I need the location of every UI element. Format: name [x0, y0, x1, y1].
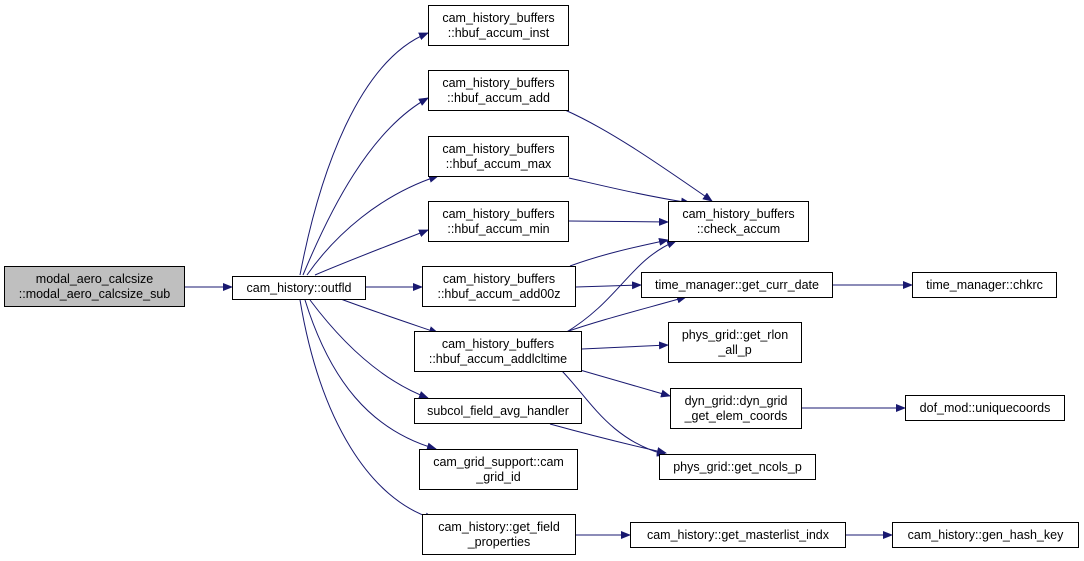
node-cam-history-outfld[interactable]: cam_history::outfld — [232, 276, 366, 300]
node-label-line2: ::modal_aero_calcsize_sub — [18, 286, 171, 301]
node-label-line2: _all_p — [718, 342, 752, 357]
node-label-line2: _grid_id — [476, 469, 521, 484]
edge-outfld-min — [314, 229, 429, 276]
edge-outfld-getfield — [299, 299, 435, 521]
node-label: subcol_field_avg_handler — [427, 403, 569, 418]
node-label-line2: ::hbuf_accum_min — [447, 221, 550, 236]
node-hbuf-accum-min[interactable]: cam_history_buffers ::hbuf_accum_min — [428, 201, 569, 242]
edge-addlcltime-check — [564, 240, 677, 334]
node-label-line1: cam_history_buffers — [441, 336, 555, 351]
node-modal-aero-calcsize-sub: modal_aero_calcsize ::modal_aero_calcsiz… — [4, 266, 185, 307]
node-label: cam_history::outfld — [246, 280, 352, 295]
edge-add00z-currdate — [575, 281, 642, 290]
node-label-line1: phys_grid::get_rlon — [681, 327, 789, 342]
edge-outfld-max — [306, 175, 439, 276]
node-hbuf-accum-max[interactable]: cam_history_buffers ::hbuf_accum_max — [428, 136, 569, 177]
node-label-line2: ::hbuf_accum_inst — [447, 25, 550, 40]
node-label-line1: cam_history_buffers — [442, 141, 555, 156]
node-label: cam_history::get_masterlist_indx — [646, 527, 830, 542]
node-hbuf-accum-addlcltime[interactable]: cam_history_buffers ::hbuf_accum_addlclt… — [414, 331, 582, 372]
node-dyn-grid-get-elem-coords[interactable]: dyn_grid::dyn_grid _get_elem_coords — [670, 388, 802, 429]
node-label-line2: _get_elem_coords — [684, 408, 788, 423]
node-hbuf-accum-inst[interactable]: cam_history_buffers ::hbuf_accum_inst — [428, 5, 569, 46]
node-label: cam_history::gen_hash_key — [907, 527, 1064, 542]
edge-outfld-add — [302, 97, 429, 276]
edge-max-check — [568, 177, 691, 206]
edge-outfld-subcol — [309, 299, 429, 399]
edge-addlcltime-currdate — [562, 295, 687, 334]
node-phys-grid-get-ncols-p[interactable]: phys_grid::get_ncols_p — [659, 454, 816, 480]
node-label-line2: ::hbuf_accum_max — [445, 156, 552, 171]
edge-add-check — [564, 109, 713, 202]
node-label-line2: _properties — [467, 534, 531, 549]
node-phys-grid-get-rlon-all-p[interactable]: phys_grid::get_rlon _all_p — [668, 322, 802, 363]
node-label-line1: cam_history_buffers — [442, 271, 556, 286]
edge-outfld-addlcltime — [337, 297, 439, 334]
node-label-line1: cam_history_buffers — [442, 10, 555, 25]
node-cam-history-gen-hash-key[interactable]: cam_history::gen_hash_key — [892, 522, 1079, 548]
node-subcol-field-avg-handler[interactable]: subcol_field_avg_handler — [414, 398, 582, 424]
edge-min-check — [568, 217, 669, 226]
node-label-line1: cam_history_buffers — [442, 206, 555, 221]
edge-outfld-inst — [299, 32, 429, 276]
node-label-line1: cam_history_buffers — [682, 206, 795, 221]
node-label-line2: ::check_accum — [696, 221, 781, 236]
node-label-line2: ::hbuf_accum_add00z — [437, 286, 561, 301]
node-label-line2: ::hbuf_accum_add — [447, 90, 550, 105]
node-label-line1: cam_history::get_field — [438, 519, 560, 534]
edge-outfld-gridid — [304, 299, 437, 451]
node-label: time_manager::chkrc — [926, 277, 1043, 292]
node-label: dof_mod::uniquecoords — [919, 400, 1051, 415]
node-label: phys_grid::get_ncols_p — [673, 459, 802, 474]
node-label-line1: dyn_grid::dyn_grid — [684, 393, 788, 408]
node-cam-history-get-field-properties[interactable]: cam_history::get_field _properties — [422, 514, 576, 555]
node-label-line1: cam_history_buffers — [442, 75, 555, 90]
node-label-line2: ::hbuf_accum_addlcltime — [428, 351, 568, 366]
node-dof-mod-uniquecoords[interactable]: dof_mod::uniquecoords — [905, 395, 1065, 421]
edge-add00z-check — [569, 237, 669, 267]
node-cam-grid-support-cam-grid-id[interactable]: cam_grid_support::cam _grid_id — [419, 449, 578, 490]
edge-addlcltime-rlon — [581, 341, 669, 350]
node-hbuf-accum-add00z[interactable]: cam_history_buffers ::hbuf_accum_add00z — [422, 266, 576, 307]
edge-subcol-ncols — [549, 423, 667, 455]
node-hbuf-accum-add[interactable]: cam_history_buffers ::hbuf_accum_add — [428, 70, 569, 111]
node-label: time_manager::get_curr_date — [655, 277, 819, 292]
node-time-manager-get-curr-date[interactable]: time_manager::get_curr_date — [641, 272, 833, 298]
edge-addlcltime-elem — [579, 369, 671, 398]
node-label-line1: modal_aero_calcsize — [35, 271, 154, 286]
node-time-manager-chkrc[interactable]: time_manager::chkrc — [912, 272, 1057, 298]
node-cam-history-get-masterlist-indx[interactable]: cam_history::get_masterlist_indx — [630, 522, 846, 548]
node-label-line1: cam_grid_support::cam — [433, 454, 564, 469]
node-check-accum[interactable]: cam_history_buffers ::check_accum — [668, 201, 809, 242]
